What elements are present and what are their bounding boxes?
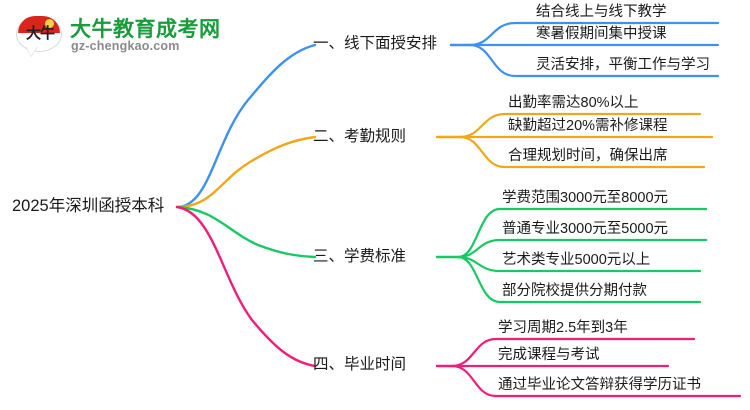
bubble-red-cap — [18, 16, 60, 33]
branch-3-spine — [175, 205, 317, 259]
root-node-label: 2025年深圳函授本科 — [12, 197, 165, 215]
branch-label-2: 二、考勤规则 — [313, 128, 407, 145]
speech-bubble-tail — [26, 46, 38, 56]
branch-2-spine — [175, 135, 317, 209]
leaf-label-2-3: 合理规划时间，确保出席 — [508, 148, 668, 164]
leaf-label-1-3: 灵活安排，平衡工作与学习 — [536, 57, 710, 73]
logo-site-url: gz-chengkao.com — [71, 39, 180, 53]
leaf-label-1-1: 结合线上与线下教学 — [536, 4, 667, 20]
leaf-label-3-3: 艺术类专业5000元以上 — [502, 252, 651, 268]
branch-label-1: 一、线下面授安排 — [313, 35, 438, 52]
branch-label-3: 三、学费标准 — [313, 248, 407, 265]
leaf-label-3-2: 普通专业3000元至5000元 — [502, 221, 669, 237]
logo-site-name: 大牛教育成考网 — [70, 18, 221, 41]
branch-4-spine — [175, 205, 317, 368]
site-logo: 大牛 大牛教育成考网 gz-chengkao.com — [14, 10, 220, 60]
branch-label-4: 四、毕业时间 — [313, 356, 407, 373]
leaf-label-1-2: 寒暑假期间集中授课 — [536, 26, 667, 42]
leaf-label-2-2: 缺勤超过20%需补修课程 — [508, 118, 668, 134]
branch-1-spine — [175, 43, 317, 209]
leaf-label-4-1: 学习周期2.5年到3年 — [498, 320, 628, 336]
logo-mark-text: 大牛 — [25, 25, 55, 42]
leaf-label-2-1: 出勤率需达80%以上 — [508, 95, 639, 111]
leaf-label-4-3: 通过毕业论文答辩获得学历证书 — [498, 377, 701, 393]
leaf-label-4-2: 完成课程与考试 — [498, 347, 600, 363]
leaf-label-3-4: 部分院校提供分期付款 — [502, 283, 647, 299]
leaf-label-3-1: 学费范围3000元至8000元 — [502, 190, 669, 206]
logo-bubble-icon: 大牛 — [14, 12, 66, 58]
